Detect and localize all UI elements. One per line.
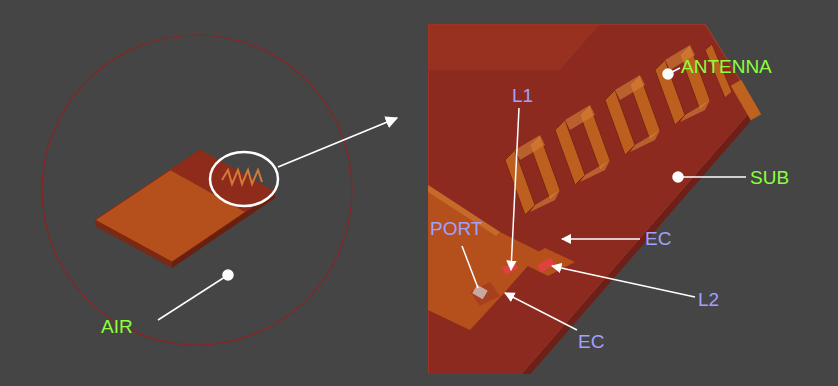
part-label: SUB <box>750 168 789 187</box>
air-sphere <box>42 35 352 345</box>
leader-lines <box>158 68 746 330</box>
part-label: AIR <box>101 317 133 336</box>
zoom-ring <box>210 152 278 206</box>
overview <box>42 35 397 345</box>
part-label: EC <box>645 229 671 248</box>
part-label: ANTENNA <box>681 57 772 76</box>
part-label: L2 <box>698 290 719 309</box>
zoom-arrow <box>278 118 397 167</box>
zoom-view <box>428 24 761 374</box>
part-label: EC <box>578 332 604 351</box>
part-label: PORT <box>430 219 482 238</box>
part-label: L1 <box>512 86 533 105</box>
